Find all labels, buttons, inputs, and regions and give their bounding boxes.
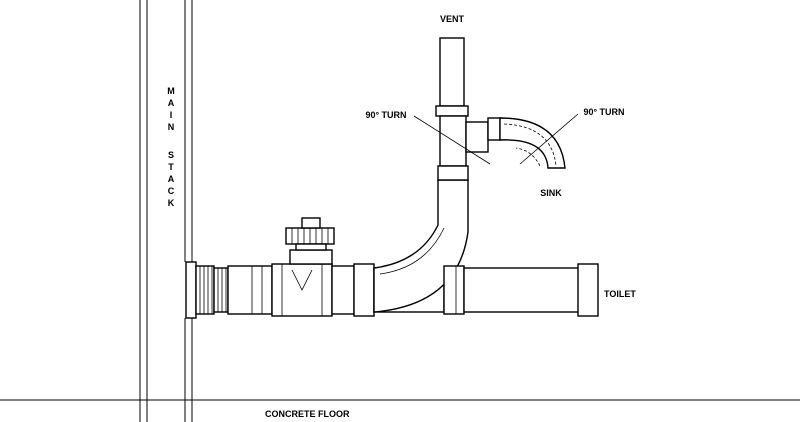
main-stack-letter: A bbox=[168, 174, 175, 184]
concrete-floor: CONCRETE FLOOR bbox=[0, 399, 800, 419]
sink-label: SINK bbox=[540, 188, 562, 198]
turn-right-label: 90° TURN bbox=[583, 107, 624, 117]
main-stack-letter: M bbox=[167, 86, 175, 96]
annotations: VENT 90° TURN 90° TURN SINK TOILET bbox=[365, 14, 636, 299]
threaded-adapter bbox=[185, 261, 229, 319]
toilet-label: TOILET bbox=[604, 289, 636, 299]
main-stack-letter: N bbox=[168, 122, 175, 132]
concrete-floor-label: CONCRETE FLOOR bbox=[265, 409, 350, 419]
cleanout-tee bbox=[271, 217, 335, 317]
sink-trap bbox=[465, 117, 566, 169]
main-stack-letter: K bbox=[168, 198, 175, 208]
main-stack-label: M A I N S T A C K bbox=[167, 86, 175, 208]
main-stack-letter: C bbox=[168, 186, 175, 196]
vent-pipe bbox=[435, 37, 469, 181]
turn-left-leader bbox=[413, 115, 491, 165]
main-stack bbox=[139, 0, 193, 422]
wye-fitting bbox=[443, 263, 599, 317]
main-stack-letter: S bbox=[168, 150, 174, 160]
turn-left-label: 90° TURN bbox=[365, 110, 406, 120]
horizontal-drain bbox=[227, 265, 273, 315]
main-stack-letter: A bbox=[168, 98, 175, 108]
main-stack-letter: T bbox=[168, 162, 174, 172]
turn-right-leader bbox=[519, 113, 579, 165]
main-stack-letter: I bbox=[170, 110, 173, 120]
vent-label: VENT bbox=[440, 14, 465, 24]
